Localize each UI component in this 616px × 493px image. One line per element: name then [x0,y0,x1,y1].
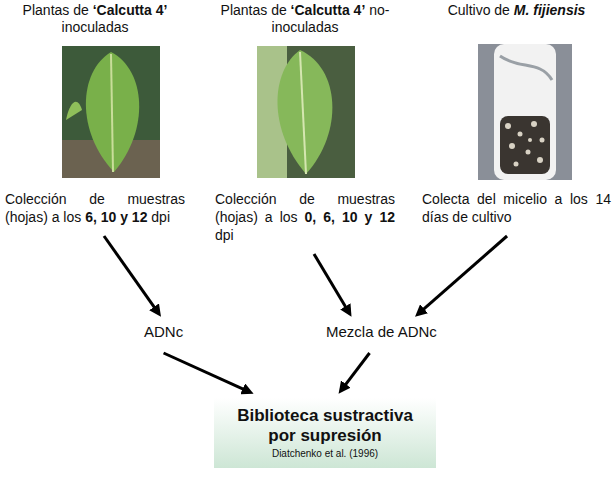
node-heading: Cultivo de M. fijiensis [422,2,611,38]
cdna-label-box: ADNc [140,321,187,343]
source-column: Plantas de ‘Calcutta 4’ no-inoculadasCol… [215,2,395,244]
node-heading: Biblioteca sustractiva por supresión [224,406,426,446]
node-heading: Plantas de ‘Calcutta 4’ no-inoculadas [215,2,395,38]
library-box: Biblioteca sustractiva por supresiónDiat… [214,398,436,468]
node-text: Diatchenko et al. (1996) [224,447,426,460]
emphasis: 0, 6, 10 y 12 [305,209,395,225]
emphasis: ‘Calcutta 4’ [93,2,168,18]
flow-arrow [164,353,245,390]
cdna-label-box: Mezcla de ADNc [322,321,441,343]
node-heading: Plantas de ‘Calcutta 4’ inoculadas [5,2,185,38]
emphasis: ‘Calcutta 4’ [291,2,366,18]
node-text: Colección de muestras (hojas) a los 0, 6… [215,190,395,244]
emphasis: M. fijiensis [514,2,586,18]
emphasis: 6, 10 y 12 [85,209,147,225]
node-heading: ADNc [144,323,183,341]
leaf-photo [62,46,160,178]
flow-arrow [344,353,369,386]
culture-tube-photo [478,44,572,180]
leaf-photo [257,46,355,178]
node-text: Colecta del micelio a los 14 días de cul… [422,190,611,226]
flow-arrow [314,254,347,308]
node-heading: Mezcla de ADNc [326,323,437,341]
flow-arrow [104,236,155,309]
flow-arrow [422,236,507,310]
node-text: Colección de muestras (hojas) a los 6, 1… [5,190,185,226]
source-column: Plantas de ‘Calcutta 4’ inoculadasColecc… [5,2,185,226]
source-column: Cultivo de M. fijiensisColecta del micel… [422,2,611,226]
